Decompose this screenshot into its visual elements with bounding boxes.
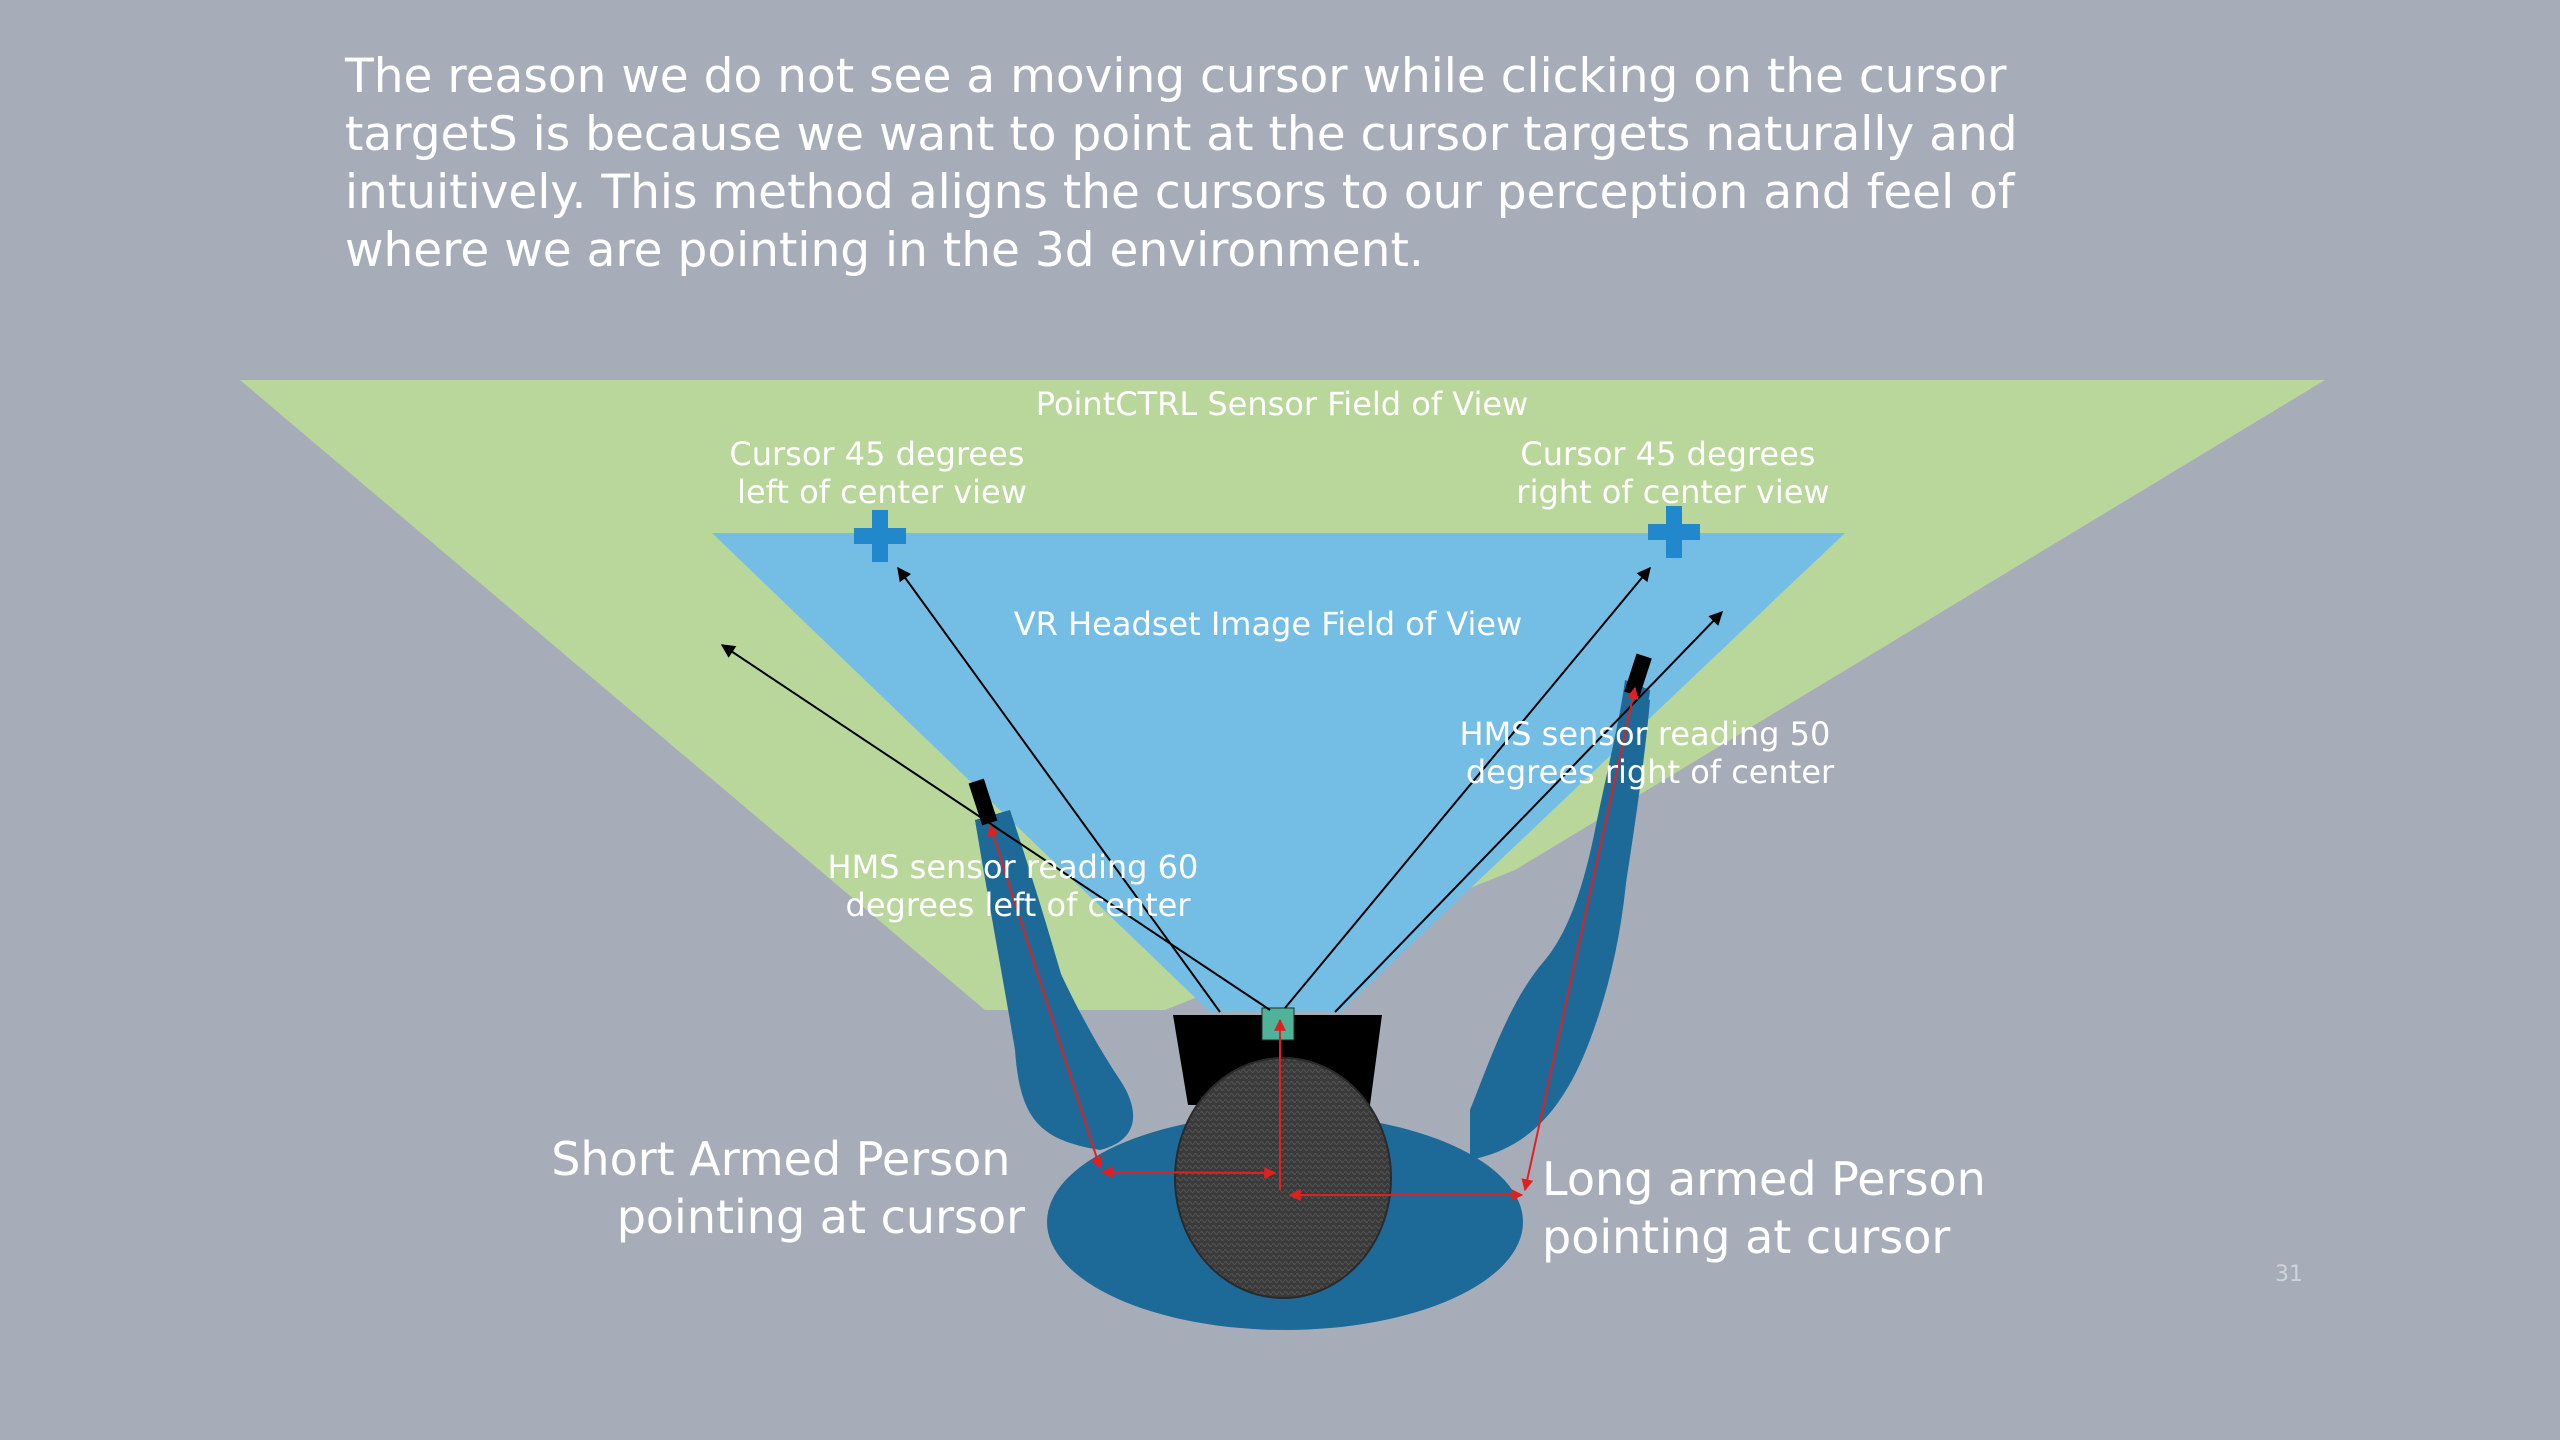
intro-line-3: intuitively. This method aligns the curs… (345, 165, 2015, 220)
hand-sensor-icon (968, 778, 998, 826)
short-arm-line-1: Short Armed Person (551, 1132, 1010, 1186)
measure-lines (987, 686, 1639, 1201)
hms-right-line-1: HMS sensor reading 50 (1460, 715, 1831, 753)
cursor-right-line-1: Cursor 45 degrees (1520, 435, 1815, 473)
long-arm-line-2: pointing at cursor (1542, 1210, 1950, 1264)
hms-left-label: HMS sensor reading 60 degrees left of ce… (828, 848, 1209, 924)
headset-fov-label: VR Headset Image Field of View (1014, 605, 1522, 643)
cursor-left-label: Cursor 45 degrees left of center view (729, 435, 1034, 511)
sensor-box-icon (1261, 1007, 1295, 1041)
cursor-right-label: Cursor 45 degrees right of center view (1516, 435, 1829, 511)
short-arm-label: Short Armed Person pointing at cursor (551, 1132, 1025, 1244)
plus-cursor-icon (854, 510, 906, 562)
head (1174, 1057, 1392, 1299)
intro-line-4: where we are pointing in the 3d environm… (345, 223, 1424, 278)
short-arm-line-2: pointing at cursor (617, 1190, 1025, 1244)
headset-fov-area (712, 533, 1845, 1012)
hms-right-label: HMS sensor reading 50 degrees right of c… (1460, 715, 1841, 791)
hms-left-line-1: HMS sensor reading 60 (828, 848, 1199, 886)
cursor-left-line-1: Cursor 45 degrees (729, 435, 1024, 473)
intro-line-1: The reason we do not see a moving cursor… (345, 49, 2007, 104)
long-arm-label: Long armed Person pointing at cursor (1542, 1152, 2000, 1264)
cursor-right-line-2: right of center view (1516, 473, 1829, 511)
cursor-left-line-2: left of center view (737, 473, 1027, 511)
plus-cursor-icon (1648, 506, 1700, 558)
long-arm-line-1: Long armed Person (1542, 1152, 1986, 1206)
intro-paragraph: The reason we do not see a moving cursor… (345, 48, 2105, 280)
hms-right-line-2: degrees right of center (1466, 753, 1835, 791)
hand-sensor-icon (1624, 653, 1652, 697)
slide-number: 31 (2275, 1262, 2303, 1287)
sensor-fov-label: PointCTRL Sensor Field of View (1036, 385, 1528, 423)
intro-line-2: targetS is because we want to point at t… (345, 107, 2018, 162)
hms-left-line-2: degrees left of center (846, 886, 1192, 924)
